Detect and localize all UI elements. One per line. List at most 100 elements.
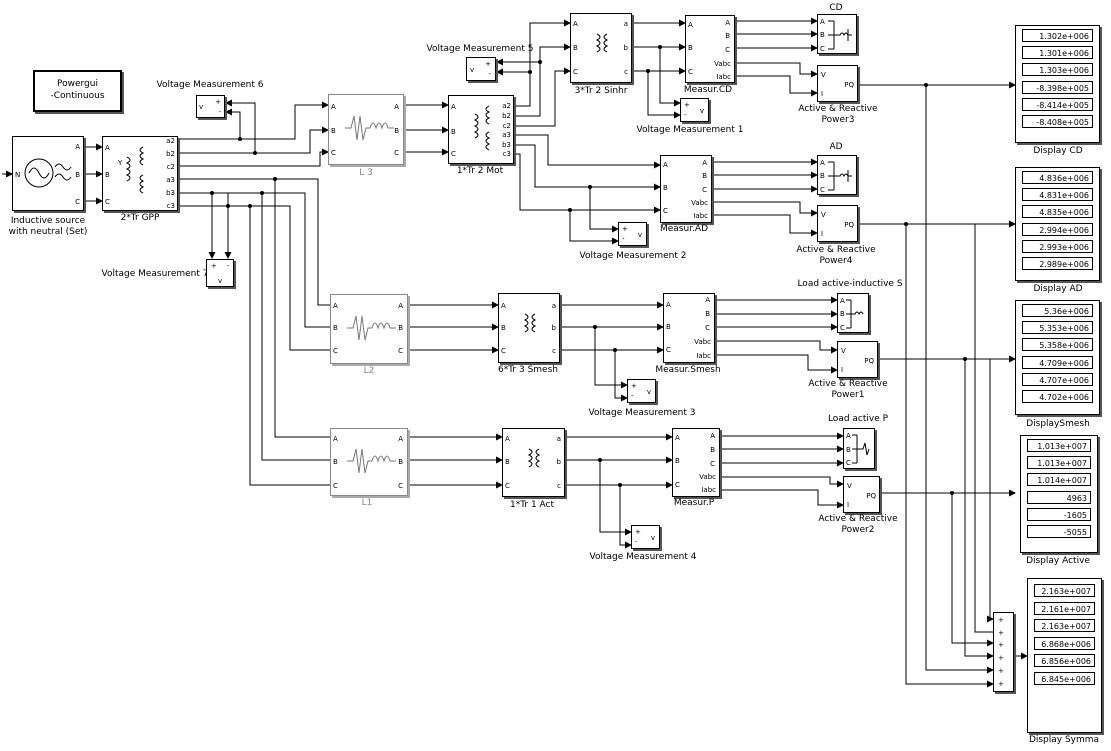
port-c2: c2 xyxy=(166,163,175,171)
vm1-label: Voltage Measurement 1 xyxy=(636,125,744,135)
port-C: C xyxy=(105,198,110,206)
port-a-out: A xyxy=(705,296,710,304)
port-v: v xyxy=(650,534,655,542)
vm6-block[interactable]: v + - xyxy=(196,95,225,118)
port-B: B xyxy=(573,44,578,52)
port-PQ: PQ xyxy=(844,221,854,229)
transformer-icon xyxy=(523,313,537,333)
power2-block[interactable]: V I PQ xyxy=(843,476,880,513)
port-C: C xyxy=(820,45,825,53)
port-minus: - xyxy=(631,392,634,400)
port-plus-4: + xyxy=(998,654,1004,662)
sum-block[interactable]: + + + + + + xyxy=(993,612,1014,692)
load-p-block[interactable]: A B C xyxy=(843,428,875,469)
display-value: -8.414e+005 xyxy=(1022,97,1093,111)
port-vabc: Vabc xyxy=(714,60,731,68)
measur-p-block[interactable]: A B C A B C Vabc Iabc xyxy=(672,428,720,497)
load-icon xyxy=(828,20,852,50)
line-icon xyxy=(345,115,394,141)
transformer-sinhr-block[interactable]: A B C a b c xyxy=(570,13,632,83)
port-I: I xyxy=(841,366,844,374)
port-b3: b3 xyxy=(502,141,511,149)
display-value: 5.358e+006 xyxy=(1022,338,1093,352)
transformer-smesh-block[interactable]: A B C a b c xyxy=(498,293,560,363)
line-l2-block[interactable]: A B C A B C xyxy=(330,294,408,364)
vm1-block[interactable]: + - v xyxy=(680,98,709,122)
port-B-out: B xyxy=(394,127,399,135)
port-v: v xyxy=(218,277,223,285)
measur-smesh-block[interactable]: A B C A B C Vabc Iabc xyxy=(663,293,715,363)
line-l1-block[interactable]: A B C A B C xyxy=(330,428,408,496)
port-C-out: C xyxy=(398,347,403,355)
port-a: a xyxy=(623,20,628,28)
display-value: 2.993e+006 xyxy=(1022,239,1093,253)
vm5-block[interactable]: v + - xyxy=(466,57,496,81)
transformer-gpp-label: 2*Tr GPP xyxy=(120,213,160,223)
line-l2-label: L2 xyxy=(363,366,375,376)
power4-block[interactable]: V I PQ xyxy=(817,205,858,242)
measur-cd-block[interactable]: A B C A B C Vabc Iabc xyxy=(685,15,735,83)
powergui-block[interactable]: Powergui -Continuous xyxy=(33,70,122,112)
port-minus: - xyxy=(684,111,687,119)
vm2-label: Voltage Measurement 2 xyxy=(579,251,687,261)
vm7-block[interactable]: + - v xyxy=(206,259,234,287)
port-I: I xyxy=(821,230,824,238)
power1-block[interactable]: V I PQ xyxy=(837,341,878,378)
display-value: 2.163e+007 xyxy=(1034,584,1095,597)
port-c-out: C xyxy=(710,460,715,468)
transformer-act-block[interactable]: A B C a b c xyxy=(502,428,565,497)
load-ad-label: AD xyxy=(829,142,843,152)
port-C: C xyxy=(820,186,825,194)
display-value: -5055 xyxy=(1027,525,1091,538)
display-value: 6.845e+006 xyxy=(1034,671,1095,685)
display-value: -8.398e+005 xyxy=(1022,80,1093,94)
port-N: N xyxy=(15,171,21,179)
port-plus-2: + xyxy=(998,629,1004,637)
port-vabc: Vabc xyxy=(694,338,711,346)
port-a-out: A xyxy=(725,19,730,27)
display-value: 4.831e+006 xyxy=(1022,188,1093,202)
port-a: a xyxy=(556,435,561,443)
port-b-out: B xyxy=(705,310,710,318)
load-icon xyxy=(828,161,852,191)
inductive-source-block[interactable]: N A B C xyxy=(12,136,84,211)
load-ad-block[interactable]: A B C xyxy=(817,155,857,195)
port-I: I xyxy=(821,90,824,98)
vm3-block[interactable]: + - v xyxy=(627,379,656,403)
transformer-gpp-block[interactable]: A B C Y a2 b2 c2 a3 b3 c3 xyxy=(102,136,178,211)
load-cd-block[interactable]: A B C xyxy=(817,14,857,54)
vm3-label: Voltage Measurement 3 xyxy=(588,408,696,418)
display-value: 1.013e+007 xyxy=(1027,456,1091,470)
vm4-block[interactable]: + - v xyxy=(631,525,660,549)
power3-block[interactable]: V I PQ xyxy=(817,65,858,102)
line-l3-block[interactable]: A B C A B C xyxy=(328,94,404,165)
line-icon xyxy=(347,448,396,474)
port-B: B xyxy=(505,458,510,466)
source-icon xyxy=(24,158,72,188)
display-value: 4.836e+006 xyxy=(1022,171,1093,184)
vm7-label: Voltage Measurement 7 xyxy=(101,269,209,279)
port-a2: a2 xyxy=(502,102,511,110)
vm2-block[interactable]: + - v xyxy=(618,222,647,246)
port-c3: c3 xyxy=(502,150,511,158)
port-plus-6: + xyxy=(998,680,1004,688)
transformer-mot-block[interactable]: A B C a2 b2 c2 a3 b3 c3 xyxy=(448,95,514,164)
display-value: 1.014e+007 xyxy=(1027,473,1091,487)
measur-ad-block[interactable]: A B C A B C Vabc Iabc xyxy=(660,155,712,223)
transformer-icon xyxy=(595,33,609,53)
port-c: c xyxy=(557,482,561,490)
port-plus: + xyxy=(635,528,641,536)
port-C: C xyxy=(333,482,338,490)
port-plus: + xyxy=(684,101,690,109)
port-vabc: Vabc xyxy=(691,199,708,207)
load-s-block[interactable]: A B C xyxy=(837,293,869,333)
port-C: C xyxy=(451,150,456,158)
